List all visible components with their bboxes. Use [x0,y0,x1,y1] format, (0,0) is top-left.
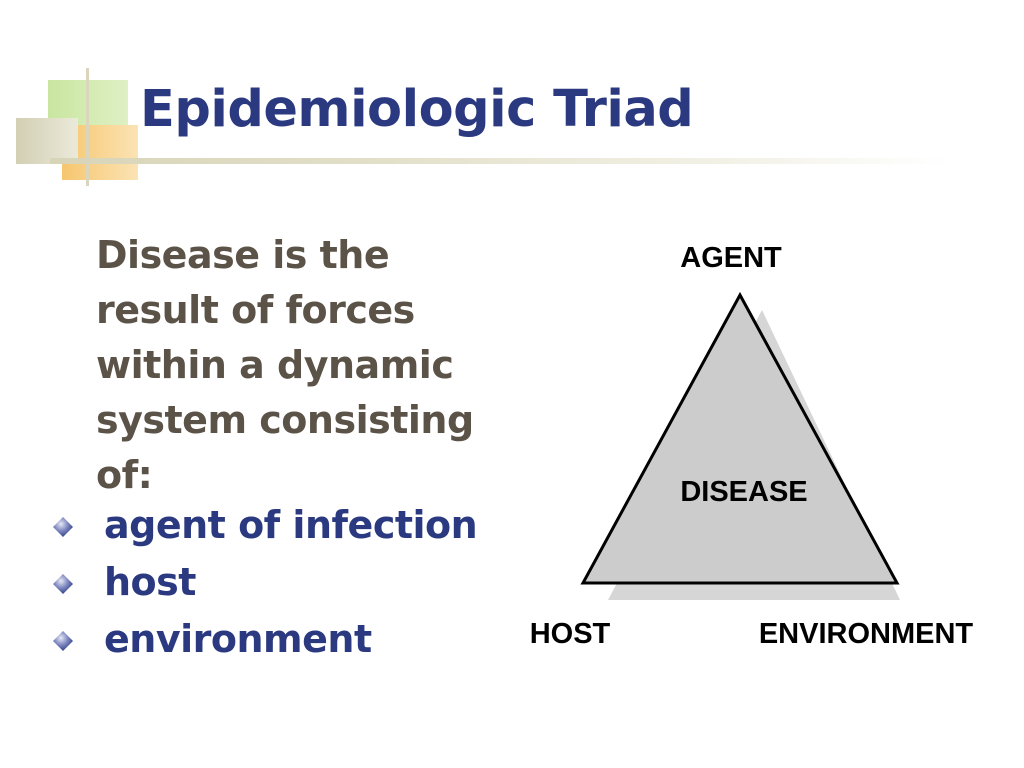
label-disease: DISEASE [680,476,807,508]
bullet-item-host: host [52,555,477,612]
corner-decoration [16,68,138,186]
bullet-text: host [104,560,196,604]
deco-vertical-line [86,68,89,186]
deco-square-tan [16,118,78,164]
triangle [580,291,900,585]
slide-title: Epidemiologic Triad [140,80,694,139]
diamond-bullet-icon [53,574,73,594]
bullet-item-environment: environment [52,612,477,669]
diamond-bullet-icon [53,517,73,537]
bullet-text: environment [104,617,372,661]
bullet-list: agent of infection host [52,498,478,669]
triad-diagram: AGENT DISEASE HOST ENVIRONMENT [530,242,974,650]
title-underline [50,158,950,164]
lead-text: Disease is the result of forces within a… [96,233,474,497]
label-host: HOST [530,618,611,650]
bullet-text: agent of infection [104,503,478,547]
label-agent: AGENT [680,242,782,274]
bullet-item-agent: agent of infection [52,498,478,555]
label-environment: ENVIRONMENT [759,618,974,650]
diamond-bullet-icon [53,631,73,651]
